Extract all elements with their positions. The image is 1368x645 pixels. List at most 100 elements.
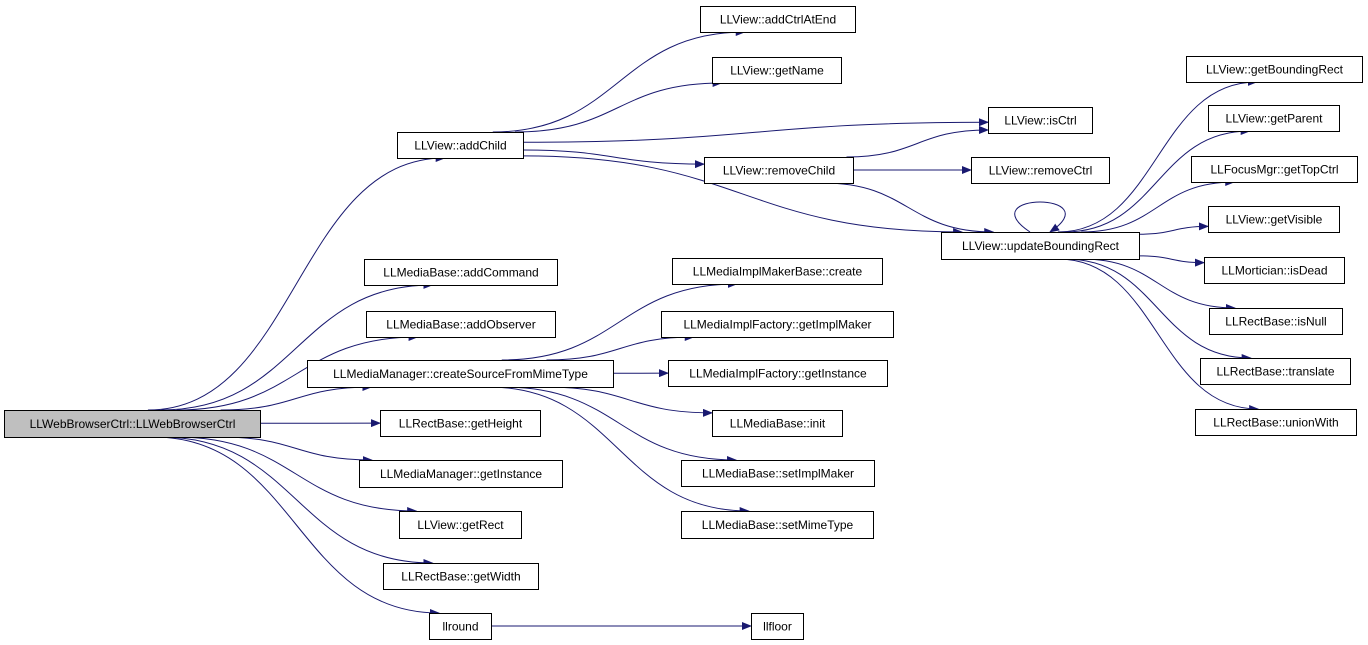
- node-get-impl-maker[interactable]: LLMediaImplFactory::getImplMaker: [661, 311, 894, 338]
- node-get-rect[interactable]: LLView::getRect: [399, 511, 522, 539]
- node-label: LLView::addChild: [414, 139, 506, 153]
- node-add-child[interactable]: LLView::addChild: [397, 132, 524, 159]
- node-box: [1204, 257, 1345, 284]
- edge-create-source-to-media-init: [546, 386, 713, 417]
- node-label: LLMortician::isDead: [1221, 264, 1327, 278]
- edge-root-to-add-command: [161, 281, 434, 411]
- nodes-layer: LLWebBrowserCtrl::LLWebBrowserCtrlLLView…: [4, 6, 1363, 640]
- edge-create-source-to-impl-maker-create: [501, 280, 738, 361]
- edge-remove-child-to-update-bounding-rect: [823, 182, 995, 236]
- edge-root-to-add-child: [147, 154, 446, 411]
- node-box: [1200, 358, 1351, 385]
- node-box: [672, 258, 883, 285]
- edge-remove-child-to-is-ctrl: [846, 125, 989, 158]
- node-box: [700, 6, 856, 33]
- edge-update-bounding-rect-to-get-visible: [1138, 222, 1209, 235]
- node-label: LLView::getName: [730, 64, 824, 78]
- node-label: LLMediaManager::createSourceFromMimeType: [333, 367, 588, 381]
- node-set-mime-type[interactable]: LLMediaBase::setMimeType: [681, 511, 874, 539]
- node-create-source[interactable]: LLMediaManager::createSourceFromMimeType: [307, 360, 614, 388]
- node-box: [712, 57, 842, 84]
- node-box: [364, 259, 558, 286]
- node-label: LLMediaImplMakerBase::create: [693, 265, 863, 279]
- node-get-top-ctrl[interactable]: LLFocusMgr::getTopCtrl: [1191, 156, 1358, 183]
- node-label: LLView::updateBoundingRect: [962, 239, 1120, 253]
- node-remove-child[interactable]: LLView::removeChild: [704, 157, 854, 184]
- node-label: llfloor: [763, 620, 792, 634]
- node-set-impl-maker[interactable]: LLMediaBase::setImplMaker: [681, 460, 875, 487]
- node-label: LLView::isCtrl: [1004, 114, 1076, 128]
- node-manager-get-instance[interactable]: LLMediaManager::getInstance: [359, 460, 563, 488]
- edge-root-to-get-rect: [175, 436, 418, 515]
- node-box: [1209, 308, 1343, 335]
- node-label: LLView::getVisible: [1226, 213, 1323, 227]
- node-get-visible[interactable]: LLView::getVisible: [1208, 206, 1340, 233]
- node-box: [4, 410, 261, 438]
- node-is-dead[interactable]: LLMortician::isDead: [1204, 257, 1345, 284]
- node-label: llround: [442, 620, 478, 634]
- edge-root-to-create-source: [220, 383, 373, 411]
- edge-root-to-add-observer: [176, 333, 419, 411]
- node-box: [988, 107, 1093, 134]
- node-box: [712, 410, 843, 437]
- node-label: LLView::removeChild: [723, 164, 835, 178]
- node-get-parent[interactable]: LLView::getParent: [1208, 105, 1340, 132]
- node-label: LLView::removeCtrl: [989, 164, 1093, 178]
- node-label: LLRectBase::getWidth: [401, 570, 520, 584]
- node-label: LLFocusMgr::getTopCtrl: [1210, 163, 1338, 177]
- node-get-height[interactable]: LLRectBase::getHeight: [380, 410, 541, 437]
- node-box: [704, 157, 854, 184]
- node-label: LLMediaImplFactory::getImplMaker: [683, 318, 871, 332]
- node-box: [399, 511, 522, 539]
- edge-update-bounding-rect-to-is-null: [1082, 258, 1236, 312]
- node-media-init[interactable]: LLMediaBase::init: [712, 410, 843, 437]
- node-label: LLMediaImplFactory::getInstance: [689, 367, 867, 381]
- node-label: LLRectBase::getHeight: [399, 417, 523, 431]
- edge-update-bounding-rect-to-get-parent: [1064, 127, 1251, 233]
- edge-add-child-to-update-bounding-rect: [522, 155, 964, 236]
- node-add-observer[interactable]: LLMediaBase::addObserver: [366, 311, 556, 338]
- node-box: [383, 563, 539, 590]
- node-label: LLRectBase::translate: [1216, 365, 1334, 379]
- node-box: [1195, 409, 1357, 436]
- node-llround[interactable]: llround: [429, 613, 492, 640]
- node-label: LLMediaManager::getInstance: [380, 467, 542, 481]
- node-remove-ctrl[interactable]: LLView::removeCtrl: [971, 157, 1110, 184]
- node-get-bounding-rect[interactable]: LLView::getBoundingRect: [1186, 56, 1363, 83]
- edge-update-bounding-rect-to-get-top-ctrl: [1081, 178, 1236, 233]
- node-is-ctrl[interactable]: LLView::isCtrl: [988, 107, 1093, 134]
- edge-root-to-manager-get-instance: [220, 436, 373, 464]
- edge-add-child-to-get-name: [514, 79, 723, 133]
- node-factory-get-instance[interactable]: LLMediaImplFactory::getInstance: [668, 360, 888, 387]
- node-impl-maker-create[interactable]: LLMediaImplMakerBase::create: [672, 258, 883, 285]
- node-get-name[interactable]: LLView::getName: [712, 57, 842, 84]
- edge-root-to-get-width: [161, 436, 434, 567]
- edge-update-bounding-rect-to-is-dead: [1138, 255, 1205, 267]
- edge-update-bounding-rect-to-translate: [1065, 258, 1252, 362]
- node-is-null[interactable]: LLRectBase::isNull: [1209, 308, 1343, 335]
- node-box: [1208, 105, 1340, 132]
- node-root[interactable]: LLWebBrowserCtrl::LLWebBrowserCtrl: [4, 410, 261, 438]
- edge-update-bounding-rect-to-union-with: [1058, 258, 1260, 413]
- node-box: [751, 613, 804, 640]
- node-label: LLView::getBoundingRect: [1206, 63, 1344, 77]
- node-llfloor[interactable]: llfloor: [751, 613, 804, 640]
- node-label: LLView::addCtrlAtEnd: [720, 13, 836, 27]
- node-add-command[interactable]: LLMediaBase::addCommand: [364, 259, 558, 286]
- node-label: LLWebBrowserCtrl::LLWebBrowserCtrl: [30, 417, 236, 431]
- node-label: LLMediaBase::setImplMaker: [702, 467, 854, 481]
- node-box: [681, 511, 874, 539]
- edge-add-child-to-remove-child: [522, 149, 705, 169]
- node-box: [1191, 156, 1358, 183]
- node-box: [366, 311, 556, 338]
- node-union-with[interactable]: LLRectBase::unionWith: [1195, 409, 1357, 436]
- node-translate[interactable]: LLRectBase::translate: [1200, 358, 1351, 385]
- node-label: LLMediaBase::init: [730, 417, 826, 431]
- node-update-bounding-rect[interactable]: LLView::updateBoundingRect: [941, 232, 1140, 260]
- node-add-ctrl-at-end[interactable]: LLView::addCtrlAtEnd: [700, 6, 856, 33]
- node-get-width[interactable]: LLRectBase::getWidth: [383, 563, 539, 590]
- node-label: LLView::getParent: [1226, 112, 1324, 126]
- node-label: LLMediaBase::setMimeType: [702, 518, 854, 532]
- edge-create-source-to-get-impl-maker: [546, 333, 695, 361]
